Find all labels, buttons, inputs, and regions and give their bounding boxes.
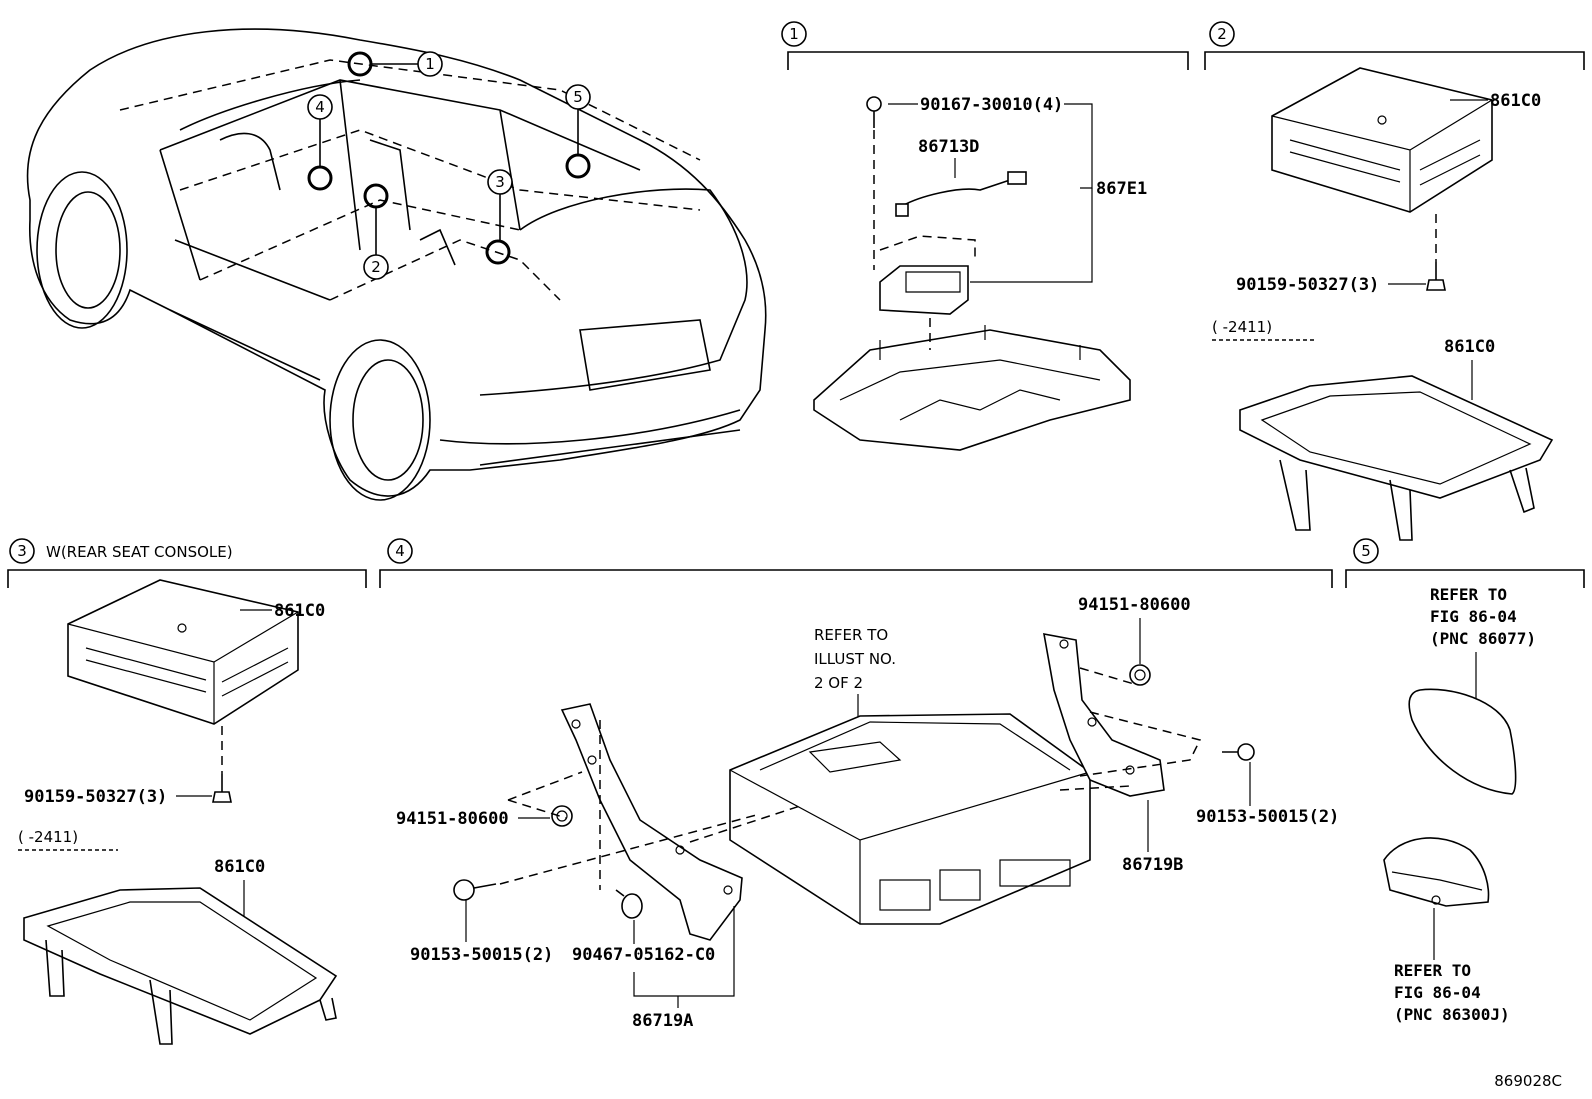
svg-text:5: 5 [1361,542,1371,560]
antenna-ref-line-2: FIG 86-04 [1430,607,1517,626]
refer-note-line-1: REFER TO [814,626,888,644]
vehicle-callout-2[interactable]: 2 [363,183,389,280]
date-range-sec2: ( -2411) [1212,318,1272,336]
ecu-861C0-sec3-icon [67,579,299,725]
part-label-861C0-ecu[interactable]: 861C0 [1490,91,1541,111]
bolt-90159-sec3-icon [212,774,232,803]
section-2-header: 2 [1204,21,1585,70]
section-5: 5 REFER TO FIG 86-04 (PNC 86077) REFER T… [1345,538,1585,1024]
part-label-90159-50327-sec2[interactable]: 90159-50327(3) [1236,275,1379,295]
section-4-header: 4 [379,538,1333,588]
section-3-header: 3 W(REAR SEAT CONSOLE) [7,538,367,588]
base-ref-line-2: FIG 86-04 [1394,983,1481,1002]
section-3-caption: W(REAR SEAT CONSOLE) [46,543,233,561]
refer-note-line-2: ILLUST NO. [814,650,896,668]
part-label-86719A[interactable]: 86719A [632,1011,693,1031]
part-label-90153-50015-left[interactable]: 90153-50015(2) [410,945,553,965]
vehicle-callout-5[interactable]: 5 [565,84,591,179]
part-label-861C0-ecu-sec3[interactable]: 861C0 [274,601,325,621]
section-1-header: 1 [781,21,1189,70]
module-867E1-icon [879,235,976,350]
part-label-94151-80600-right[interactable]: 94151-80600 [1078,595,1191,615]
svg-text:3: 3 [17,542,27,560]
section-1: 1 90167-30010(4) 867E1 86713D [781,21,1189,451]
svg-text:3: 3 [495,173,505,191]
part-label-86719B[interactable]: 86719B [1122,855,1183,875]
part-label-90467-05162-C0[interactable]: 90467-05162-C0 [572,945,715,965]
part-label-861C0-tray-sec2[interactable]: 861C0 [1444,337,1495,357]
part-label-861C0-tray-sec3[interactable]: 861C0 [214,857,265,877]
vehicle-callout-4[interactable]: 4 [307,94,333,191]
antenna-ref-line-3: (PNC 86077) [1430,629,1536,648]
bolt-90153-right-icon [1222,743,1255,761]
section-2: 2 861C0 90159-50327(3) ( -2411) 861C0 [1204,21,1585,541]
bolt-90167-icon [866,96,882,270]
ecu-861C0-icon [1271,67,1493,213]
section-5-header: 5 [1345,538,1585,588]
shark-fin-antenna-icon[interactable] [1408,688,1517,795]
vehicle-callout-3[interactable]: 3 [485,169,513,265]
overhead-console-icon [813,325,1131,451]
part-label-90167-30010[interactable]: 90167-30010(4) [920,95,1063,115]
diagram-code: 869028C [1494,1072,1562,1090]
bracket-86719B-icon [1043,633,1165,797]
antenna-ref-line-1: REFER TO [1430,585,1507,604]
svg-text:5: 5 [573,88,583,106]
section-3: 3 W(REAR SEAT CONSOLE) 861C0 90159-50327… [7,538,367,1045]
refer-note-line-3: 2 OF 2 [814,674,863,692]
nut-94151-left-icon [551,805,573,827]
antenna-base-icon[interactable] [1383,837,1490,907]
vehicle-callout-1[interactable]: 1 [347,51,443,77]
base-ref-line-1: REFER TO [1394,961,1471,980]
part-label-90159-50327-sec3[interactable]: 90159-50327(3) [24,787,167,807]
svg-text:4: 4 [315,98,325,116]
bracket-86719A-icon [560,703,743,941]
section-4: 4 REFER TO ILLUST NO. 2 OF 2 94151-80600 [379,538,1339,1031]
svg-text:4: 4 [395,542,405,560]
base-ref-line-3: (PNC 86300J) [1394,1005,1510,1024]
svg-text:1: 1 [789,25,799,43]
part-label-86713D[interactable]: 86713D [918,137,979,157]
svg-text:2: 2 [371,258,381,276]
bolt-90153-left-icon [453,879,497,901]
part-label-94151-80600-left[interactable]: 94151-80600 [396,809,509,829]
harness-86713D-icon [895,171,1027,217]
date-range-sec3: ( -2411) [18,828,78,846]
part-label-867E1[interactable]: 867E1 [1096,179,1147,199]
clip-90467-icon [615,889,643,919]
svg-text:2: 2 [1217,25,1227,43]
tray-861C0-sec3-icon [23,887,338,1045]
nut-94151-right-icon [1129,664,1151,686]
bolt-90159-icon [1426,262,1446,291]
part-label-90153-50015-right[interactable]: 90153-50015(2) [1196,807,1339,827]
tray-861C0-icon [1239,375,1554,541]
svg-text:1: 1 [425,55,435,73]
main-ecu-icon [729,713,1091,925]
vehicle-illustration: 1 4 2 3 5 [26,28,767,501]
